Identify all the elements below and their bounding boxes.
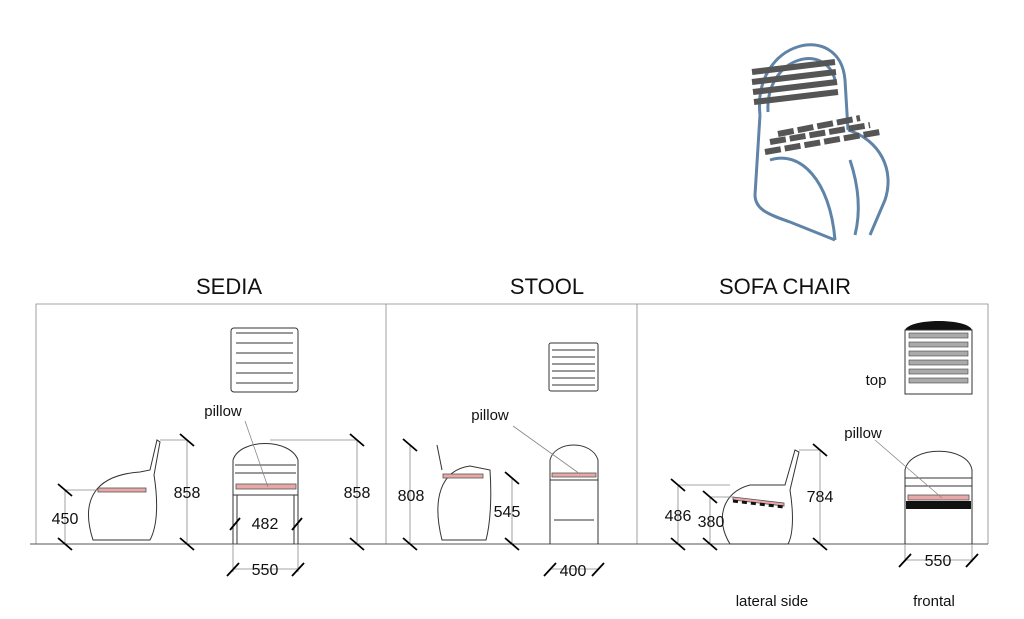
sofa-lateral-side-label: lateral side: [736, 593, 809, 610]
sedia-dim-482: 482: [252, 516, 279, 533]
sedia-drawings: pillow 450 858 858 482 550: [52, 327, 371, 579]
section-title-sofa-chair: SOFA CHAIR: [719, 274, 851, 299]
sedia-front-view: [232, 439, 357, 572]
chair-3d-render: [751, 43, 890, 242]
sofa-chair-drawings: top pillow 486 380 784 550 lateral: [665, 321, 979, 610]
stool-drawings: pillow 808 545 400: [398, 342, 605, 580]
drawing-frame: [30, 303, 989, 545]
sofa-pillow-label: pillow: [844, 425, 882, 442]
sofa-top-view: [904, 321, 973, 395]
sofa-top-label: top: [866, 372, 887, 389]
sedia-dim-858-side: 858: [174, 485, 201, 502]
sofa-dim-380: 380: [698, 514, 725, 531]
section-title-sedia: SEDIA: [196, 274, 262, 299]
stool-pillow-label: pillow: [471, 407, 509, 424]
sofa-dim-486: 486: [665, 508, 692, 525]
stool-dim-400: 400: [560, 563, 587, 580]
sofa-dim-550: 550: [925, 553, 952, 570]
sedia-dim-550: 550: [252, 562, 279, 579]
sofa-frontal-label: frontal: [913, 593, 955, 610]
sofa-front-view: [904, 450, 973, 562]
sofa-dim-784: 784: [807, 489, 834, 506]
stool-top-view: [548, 342, 599, 392]
sedia-dim-858-front: 858: [344, 485, 371, 502]
stool-dim-545: 545: [494, 504, 521, 521]
section-title-stool: STOOL: [510, 274, 584, 299]
sofa-side-view: [678, 449, 820, 545]
sedia-dim-450: 450: [52, 511, 79, 528]
stool-front-view: [549, 444, 599, 544]
stool-dim-808: 808: [398, 488, 425, 505]
sedia-top-view: [230, 327, 299, 393]
sedia-pillow-label: pillow: [204, 403, 242, 420]
stool-side-view: [436, 444, 492, 541]
sedia-side-view: [65, 439, 187, 541]
